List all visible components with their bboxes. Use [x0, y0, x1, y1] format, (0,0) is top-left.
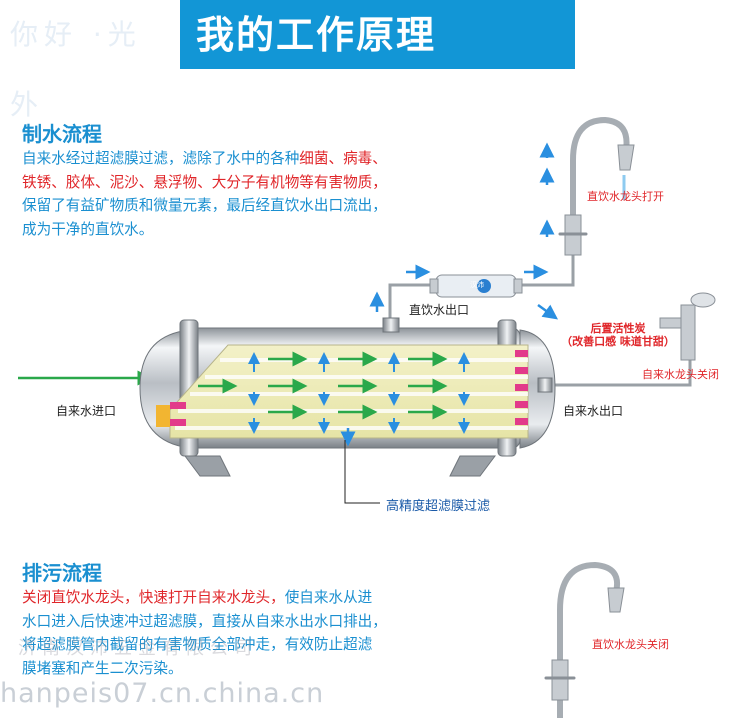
- post-carbon-filter: [429, 274, 523, 298]
- filter-brand-label: 汉沛: [470, 281, 484, 289]
- direct-outlet-label: 直饮水出口: [409, 303, 470, 317]
- membrane-blue-arrows: [248, 352, 470, 434]
- membrane-pointer-line: [344, 440, 380, 504]
- direct-faucet-open-label: 直饮水龙头打开: [587, 190, 664, 203]
- post-carbon-label: 后置活性炭 （改善口感 味道甘甜）: [548, 322, 688, 348]
- drain-paragraph: 关闭直饮水龙头，快速打开自来水龙头，使自来水从进 水口进入后快速冲过超滤膜，直接…: [22, 586, 462, 680]
- post-carbon-line-1: 后置活性炭: [590, 322, 646, 335]
- membrane-green-arrows: [198, 351, 448, 420]
- tap-faucet-closed-label: 自来水龙头关闭: [642, 368, 719, 381]
- purifier-tank: [139, 317, 556, 477]
- drain-title: 排污流程: [22, 561, 102, 585]
- tap-outlet-label: 自来水出口: [563, 404, 624, 418]
- drain-text-red-1: 关闭直饮水龙头，快速打开自来水龙头，: [22, 589, 285, 606]
- drain-text-4: 膜堵塞和产生二次污染。: [22, 659, 183, 677]
- tap-faucet-closed: [659, 292, 716, 361]
- production-paragraph: 自来水经过超滤膜过滤，滤除了水中的各种细菌、病毒、 铁锈、胶体、泥沙、悬浮物、大…: [22, 147, 462, 241]
- production-title: 制水流程: [22, 122, 102, 146]
- watermark-company: 济南汉沛五金有限公司: [18, 638, 258, 659]
- post-carbon-line-2: （改善口感 味道甘甜）: [561, 335, 675, 348]
- production-text-red-1: 细菌、病毒、: [299, 150, 387, 167]
- direct-faucet-closed: [544, 561, 625, 718]
- watermark-url: hanpeis07.cn.china.cn: [0, 678, 325, 709]
- membrane-label: 高精度超滤膜过滤: [386, 499, 491, 514]
- pipe-lines: [388, 250, 692, 387]
- drain-text-1: 使自来水从进: [284, 589, 373, 606]
- drain-text-3: 将超滤膜管内截留的有害物质全部冲走，有效防止超滤: [22, 636, 373, 653]
- production-text-3: 保留了有益矿物质和微量元素，最后经直饮水出口流出，: [22, 197, 387, 214]
- direct-faucet-open: [558, 116, 635, 256]
- outlet-blue-arrows: [340, 142, 559, 447]
- drain-faucet-label: 直饮水龙头关闭: [592, 638, 669, 651]
- tap-inlet-label: 自来水进口: [56, 404, 117, 418]
- production-text-1: 自来水经过超滤膜过滤，滤除了水中的各种: [22, 150, 300, 167]
- page-title: 我的工作原理: [196, 13, 437, 57]
- drain-text-2: 水口进入后快速冲过超滤膜，直接从自来水出水口排出，: [22, 612, 387, 630]
- header-decor: 你好 ·光 外: [10, 18, 142, 121]
- header-banner: 我的工作原理: [180, 0, 575, 69]
- production-text-4: 成为干净的直饮水。: [22, 220, 154, 238]
- production-text-red-2: 铁锈、胶体、泥沙、悬浮物、大分子有机物等有害物质，: [22, 173, 387, 191]
